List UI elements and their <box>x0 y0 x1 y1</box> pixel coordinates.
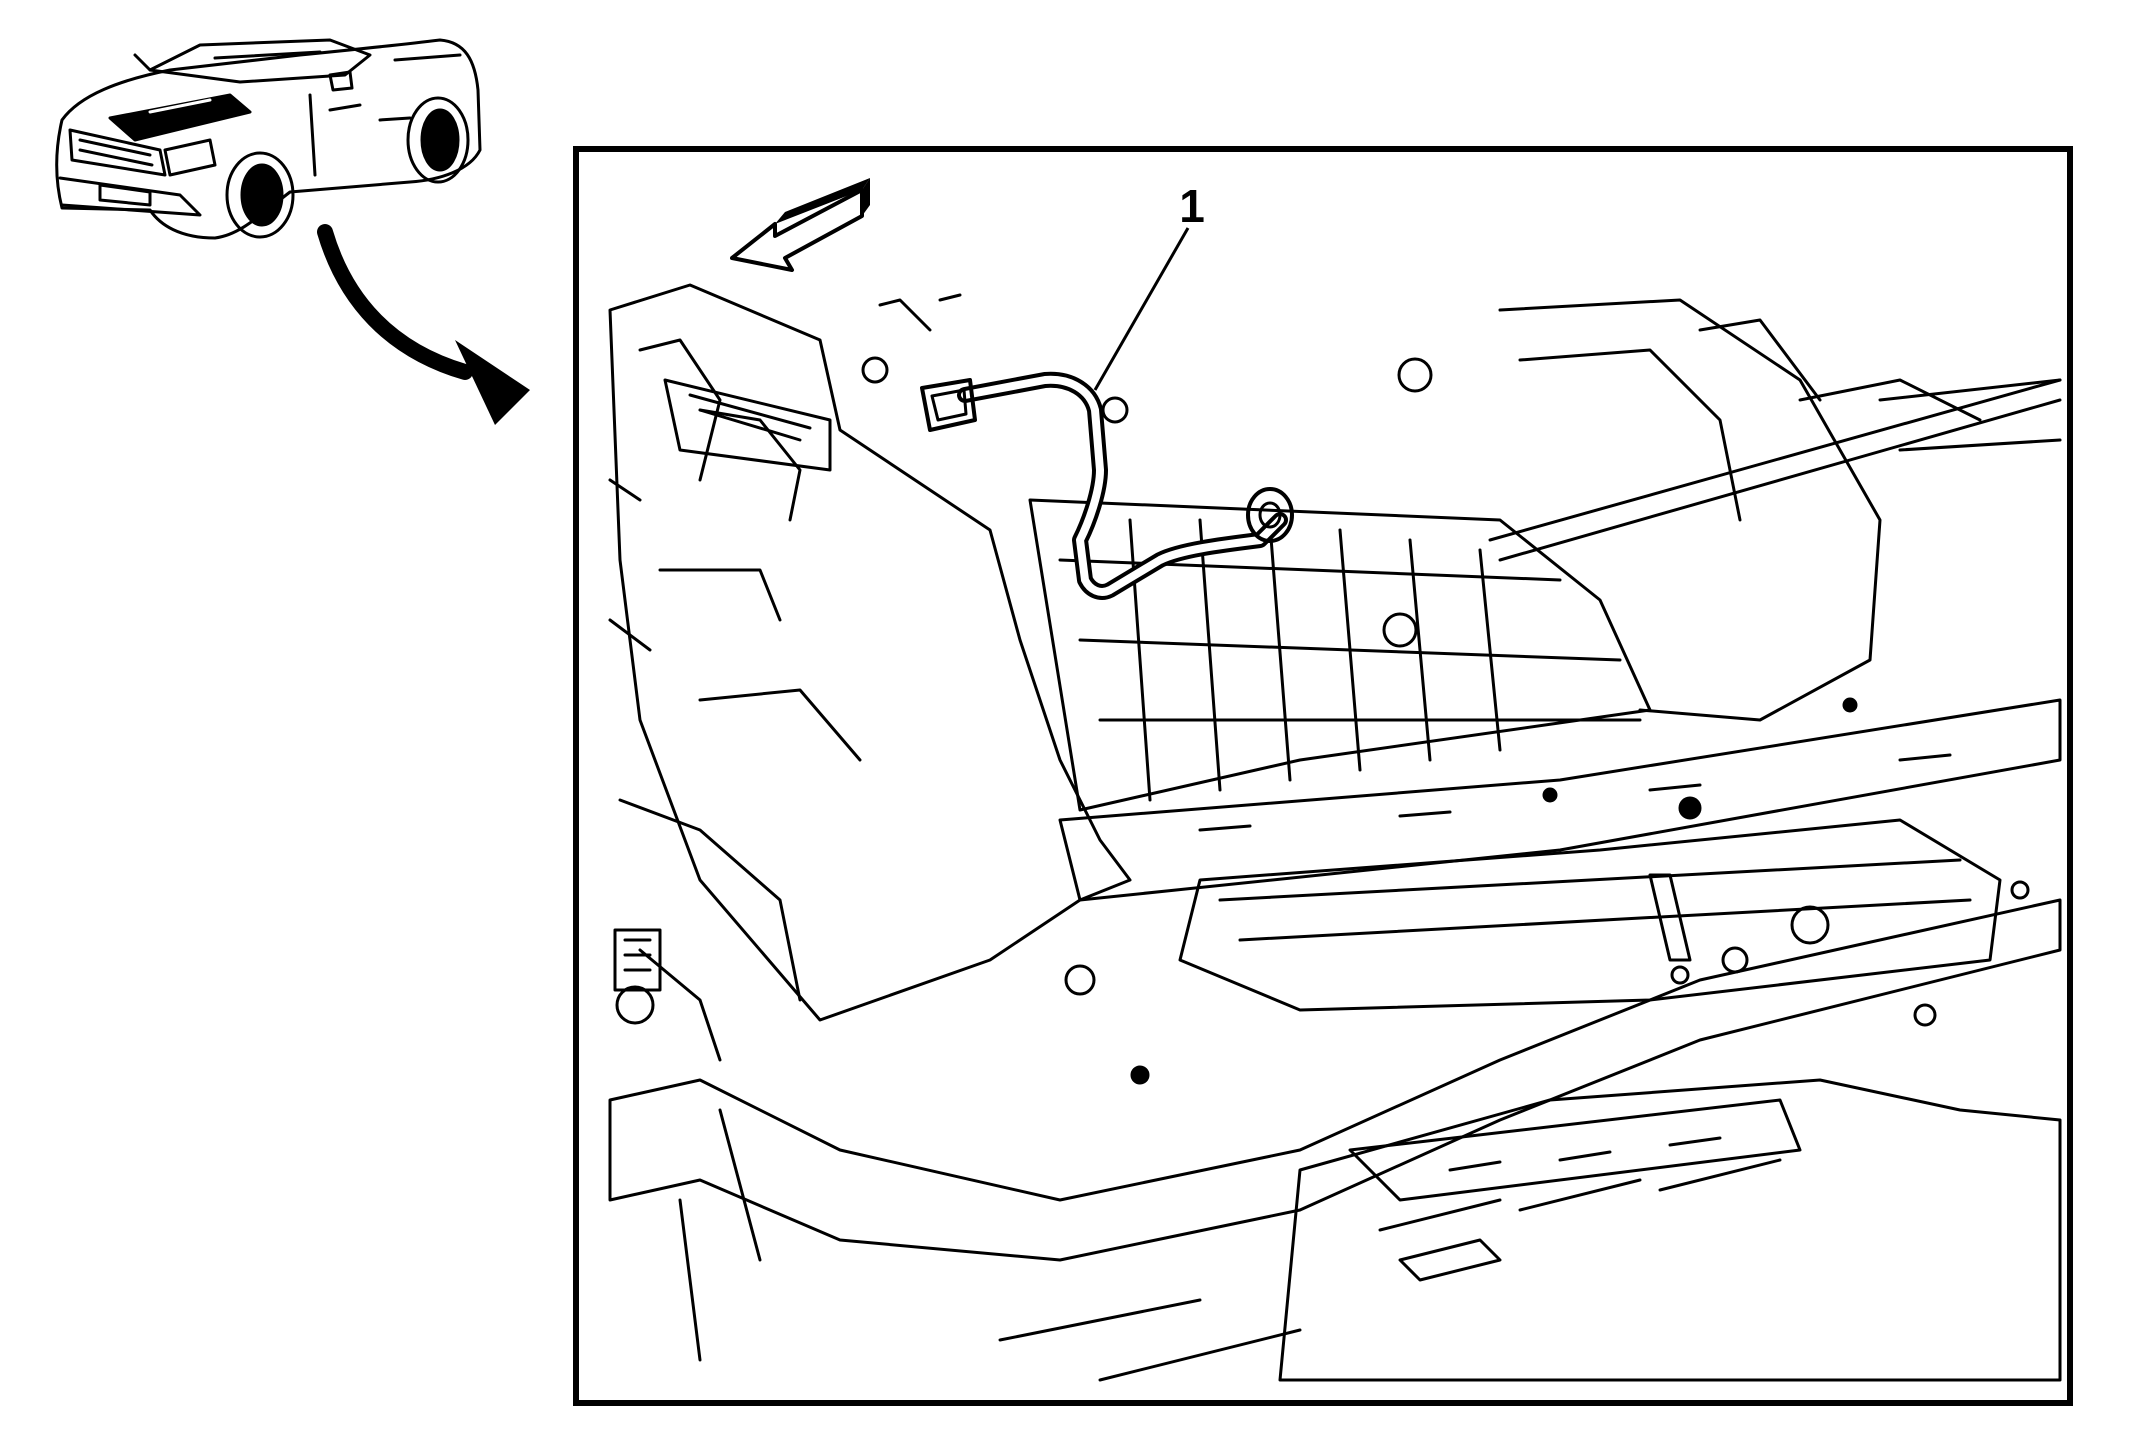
callout-1: 1 <box>1093 180 1205 391</box>
vehicle-locator-icon <box>55 38 482 240</box>
highlighted-hose <box>920 371 1294 600</box>
callout-1-label: 1 <box>1179 180 1205 232</box>
callout-1-leader <box>1093 227 1190 391</box>
forward-direction-arrow-icon <box>730 178 870 272</box>
curved-pointer-arrow-icon <box>317 224 530 425</box>
detail-frame <box>573 146 2073 1406</box>
